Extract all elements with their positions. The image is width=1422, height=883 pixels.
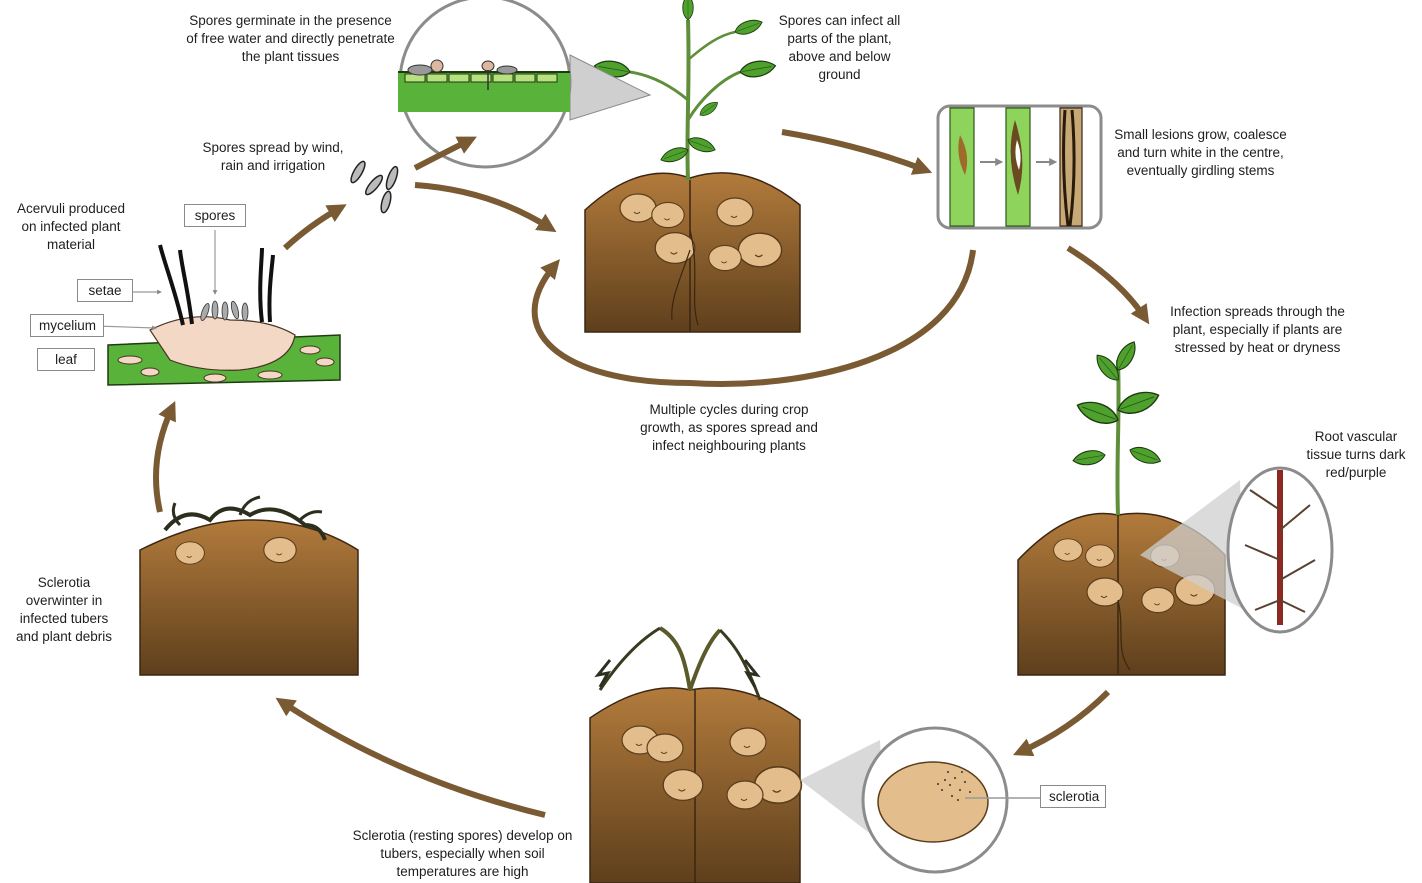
arrow-acervuli-to-spores bbox=[282, 204, 347, 251]
caption-acervuli: Acervuli produced on infected plant mate… bbox=[16, 201, 126, 252]
dying-plant-illustration bbox=[589, 626, 1040, 883]
overwinter-soil-illustration bbox=[139, 495, 359, 676]
germination-zoom-circle bbox=[398, 0, 652, 169]
infected-plant-illustration bbox=[1017, 338, 1334, 676]
caption-sclerotia-develop: Sclerotia (resting spores) develop on tu… bbox=[352, 828, 573, 879]
cycle-arrows bbox=[153, 129, 1150, 818]
arrow-lesions-to-infected bbox=[1066, 245, 1150, 325]
caption-spread-wind: Spores spread by wind, rain and irrigati… bbox=[202, 140, 344, 173]
label-mycelium: mycelium bbox=[30, 314, 104, 337]
arrow-dying-to-overwinter bbox=[275, 697, 546, 818]
arrow-spores-to-plant bbox=[414, 182, 557, 233]
caption-lesions: Small lesions grow, coalesce and turn wh… bbox=[1114, 127, 1287, 178]
stem-lesion-panel bbox=[936, 104, 1103, 230]
airborne-spores bbox=[350, 160, 399, 214]
caption-infection-spreads: Infection spreads through the plant, esp… bbox=[1170, 304, 1345, 355]
label-setae: setae bbox=[77, 279, 133, 302]
arrow-infected-to-tuber bbox=[1012, 689, 1111, 757]
caption-multiple-cycles: Multiple cycles during crop growth, as s… bbox=[640, 402, 818, 453]
caption-germinate: Spores germinate in the presence of free… bbox=[186, 13, 395, 64]
caption-infect-all: Spores can infect all parts of the plant… bbox=[778, 13, 901, 82]
arrow-plant-to-lesions bbox=[781, 129, 933, 175]
caption-sclerotia-overwinter: Sclerotia overwinter in infected tubers … bbox=[15, 575, 113, 644]
label-spores: spores bbox=[184, 204, 246, 227]
label-leaf: leaf bbox=[37, 348, 95, 371]
arrow-multiple-cycles bbox=[531, 249, 976, 387]
healthy-plant-illustration bbox=[584, 0, 801, 333]
caption-root-vascular: Root vascular tissue turns dark red/purp… bbox=[1306, 429, 1406, 480]
arrow-spores-to-zoom bbox=[413, 136, 477, 171]
label-sclerotia: sclerotia bbox=[1040, 785, 1106, 808]
acervuli-illustration bbox=[95, 230, 341, 386]
arrow-overwinter-to-acervuli bbox=[153, 401, 176, 513]
